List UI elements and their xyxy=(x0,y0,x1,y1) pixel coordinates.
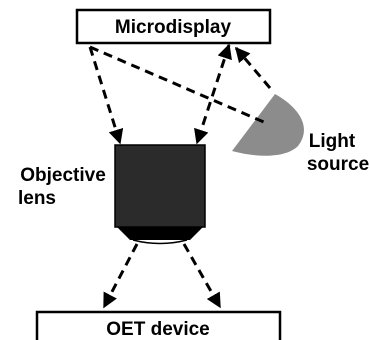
light-source xyxy=(232,94,304,156)
beam-display-to-lens-left xyxy=(88,46,124,145)
light-source-icon xyxy=(232,94,304,156)
microdisplay-label: Microdisplay xyxy=(115,17,232,38)
beam-display-to-lens-right xyxy=(194,43,232,145)
oet-device-frame xyxy=(35,310,282,340)
objective-lens-nozzle xyxy=(117,227,203,240)
microdisplay-box: Microdisplay xyxy=(75,8,272,45)
light-source-label-line1: Light xyxy=(309,131,356,152)
beam-display-to-source xyxy=(89,45,267,125)
oet-device-box: OET device xyxy=(35,310,282,340)
beam-source-to-display xyxy=(234,46,272,89)
objective-lens xyxy=(114,144,206,245)
objective-lens-body xyxy=(114,144,206,228)
beam-paths xyxy=(88,43,272,309)
objective-lens-glass xyxy=(132,239,188,245)
objective-lens-label-line1: Objective xyxy=(20,165,106,186)
microdisplay-frame xyxy=(75,8,272,45)
objective-lens-label-line2: lens xyxy=(18,188,56,209)
beam-lens-to-device-right xyxy=(182,243,222,309)
light-source-label-line2: source xyxy=(307,154,369,175)
oet-device-label: OET device xyxy=(106,319,210,340)
beam-lens-to-device-left xyxy=(102,243,139,309)
